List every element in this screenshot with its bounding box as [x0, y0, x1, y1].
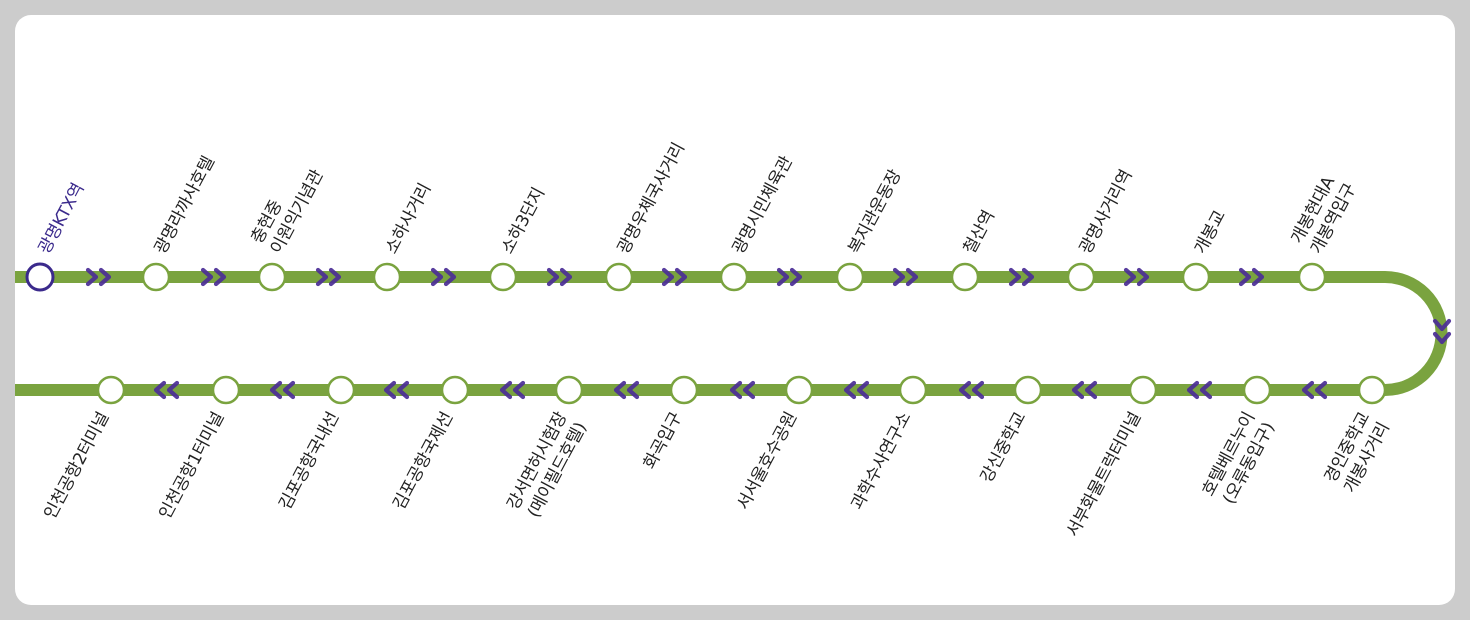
direction-arrow-left-icon — [269, 380, 296, 400]
stop-marker[interactable] — [372, 262, 402, 292]
stop-label: 김포공항국제선 — [389, 409, 457, 513]
stop-label: 서부화물트럭터미널 — [1063, 409, 1145, 540]
stop-marker[interactable] — [326, 375, 356, 405]
stop-label-line: 소하3단지 — [498, 184, 549, 257]
current-stop-marker[interactable] — [25, 262, 55, 292]
stop-marker[interactable] — [211, 375, 241, 405]
direction-arrow-left-icon — [1071, 380, 1098, 400]
stop-labels: 광명KTX역 광명라까사호텔 충현중이원익기념관 소하사거리 소하3단지 광명우체국사거리… — [35, 140, 1394, 541]
stop-marker[interactable] — [488, 262, 518, 292]
stop-label-line: 철산역 — [960, 207, 999, 257]
direction-arrow-right-icon — [546, 267, 573, 287]
stop-label: 소하3단지 — [498, 184, 549, 257]
direction-arrow-left-icon — [958, 380, 985, 400]
stop-label: 광명시민체육관 — [729, 153, 797, 257]
stop-label: 김포공항국내선 — [275, 409, 343, 513]
stop-label-line: 광명KTX역 — [35, 180, 89, 257]
route-map-card: 광명KTX역 광명라까사호텔 충현중이원익기념관 소하사거리 소하3단지 광명우체국사거리… — [15, 15, 1455, 605]
stop-marker[interactable] — [257, 262, 287, 292]
stop-label: 강서면허시험장(메이필드호텔) — [503, 408, 591, 523]
stop-marker[interactable] — [96, 375, 126, 405]
stop-marker[interactable] — [950, 262, 980, 292]
route-line — [15, 271, 1448, 396]
stop-label: 과학수사연구소 — [847, 409, 915, 513]
stop-label-line: 김포공항국제선 — [389, 409, 457, 513]
direction-arrows — [85, 267, 1452, 400]
stop-label: 서서울호수공원 — [733, 409, 801, 513]
direction-arrow-left-icon — [613, 380, 640, 400]
stop-marker[interactable] — [1066, 262, 1096, 292]
stop-label: 복지관운동장 — [845, 166, 906, 257]
stop-label: 경인중학교개봉사거리 — [1321, 409, 1394, 496]
stop-label: 광명라까사호텔 — [151, 153, 219, 257]
direction-arrow-right-icon — [1123, 267, 1150, 287]
direction-arrow-right-icon — [1238, 267, 1265, 287]
stop-marker[interactable] — [1181, 262, 1211, 292]
stop-label: 개봉현대A개봉역입구 — [1287, 170, 1360, 257]
stop-label-line: 화곡입구 — [640, 409, 686, 473]
stop-label-line: 광명라까사호텔 — [151, 153, 219, 257]
stop-marker[interactable] — [440, 375, 470, 405]
current-stop-label: 광명KTX역 — [35, 180, 89, 257]
direction-arrow-right-icon — [892, 267, 919, 287]
stop-label-line: 김포공항국내선 — [275, 409, 343, 513]
stop-label-line: 복지관운동장 — [845, 166, 906, 257]
stop-label: 인천공항1터미널 — [155, 409, 228, 522]
direction-arrow-left-icon — [843, 380, 870, 400]
direction-arrow-right-icon — [1008, 267, 1035, 287]
stop-marker[interactable] — [719, 262, 749, 292]
stop-label: 철산역 — [960, 207, 999, 257]
stop-marker[interactable] — [784, 375, 814, 405]
stop-marker[interactable] — [1242, 375, 1272, 405]
direction-arrow-left-icon — [499, 380, 526, 400]
stop-label-line: 광명우체국사거리 — [614, 140, 689, 258]
stop-marker[interactable] — [898, 375, 928, 405]
stop-label-line: 소하사거리 — [382, 180, 436, 257]
stop-marker[interactable] — [835, 262, 865, 292]
direction-arrow-left-icon — [729, 380, 756, 400]
stop-label-line: 서부화물트럭터미널 — [1063, 409, 1145, 540]
stop-marker[interactable] — [1013, 375, 1043, 405]
direction-arrow-right-icon — [776, 267, 803, 287]
direction-arrow-right-icon — [315, 267, 342, 287]
stop-label-line: 광명시민체육관 — [729, 153, 797, 257]
stop-label: 광명사거리역 — [1076, 167, 1137, 258]
direction-arrow-right-icon — [661, 267, 688, 287]
stop-marker[interactable] — [1357, 375, 1387, 405]
stop-label-line: 강신중학교 — [977, 409, 1031, 486]
stop-label: 소하사거리 — [382, 180, 436, 257]
stop-label-line: 광명사거리역 — [1076, 167, 1137, 258]
direction-arrow-right-icon — [200, 267, 227, 287]
stop-label-line: 과학수사연구소 — [847, 409, 915, 513]
stop-label: 강신중학교 — [977, 409, 1031, 486]
direction-arrow-right-icon — [85, 267, 112, 287]
stop-marker[interactable] — [1128, 375, 1158, 405]
stop-label: 충현중이원익기념관 — [247, 156, 327, 257]
direction-arrow-left-icon — [1301, 380, 1328, 400]
stop-marker[interactable] — [669, 375, 699, 405]
stop-label: 인천공항2터미널 — [40, 409, 113, 522]
stop-marker[interactable] — [554, 375, 584, 405]
stop-label: 개봉교 — [1191, 207, 1230, 257]
stop-marker[interactable] — [141, 262, 171, 292]
route-diagram: 광명KTX역 광명라까사호텔 충현중이원익기념관 소하사거리 소하3단지 광명우체국사거리… — [15, 140, 1452, 541]
stop-label: 화곡입구 — [640, 409, 686, 473]
stop-marker[interactable] — [604, 262, 634, 292]
stops — [25, 262, 1387, 405]
stop-marker[interactable] — [1297, 262, 1327, 292]
stop-label-line: 개봉교 — [1191, 207, 1230, 257]
direction-arrow-left-icon — [383, 380, 410, 400]
route-track — [15, 271, 1448, 396]
direction-arrow-right-icon — [430, 267, 457, 287]
direction-arrow-left-icon — [1186, 380, 1213, 400]
stop-label-line: 인천공항1터미널 — [155, 409, 228, 522]
stop-label-line: 인천공항2터미널 — [40, 409, 113, 522]
direction-arrow-left-icon — [153, 380, 180, 400]
direction-arrow-down-icon — [1432, 318, 1452, 345]
stop-label: 호텔베르누이(오류동입구) — [1199, 409, 1279, 510]
stop-label-line: 서서울호수공원 — [733, 409, 801, 513]
stop-label: 광명우체국사거리 — [614, 140, 689, 258]
